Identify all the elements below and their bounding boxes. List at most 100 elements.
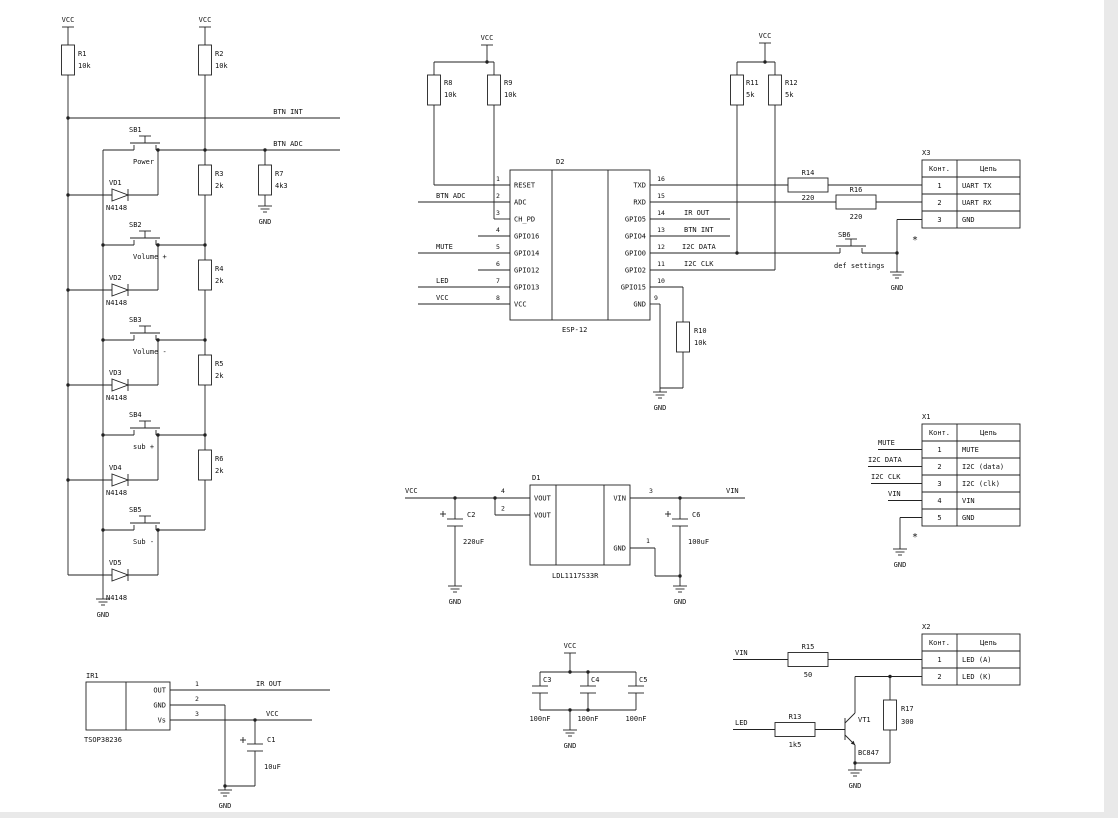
button-ref: SB2 <box>129 221 142 229</box>
resistor-value: 300 <box>901 718 914 726</box>
pin-number: 8 <box>496 294 500 302</box>
net-label-vcc: VCC <box>436 294 449 302</box>
pin-name: GPIO16 <box>514 233 539 241</box>
connector-cell: 1 <box>937 182 941 190</box>
pin-number: 4 <box>496 226 500 234</box>
resistor-ref: R12 <box>785 79 798 87</box>
button-ref: SB6 <box>838 231 851 239</box>
connector-col-header: Цепь <box>980 639 997 647</box>
resistor-ref: R13 <box>789 713 802 721</box>
pin-name: ADC <box>514 199 527 207</box>
diode-ref: VD2 <box>109 274 122 282</box>
resistor-body-r16 <box>835 194 877 210</box>
pin-number: 7 <box>496 277 500 285</box>
push-button-sb5 <box>129 515 161 531</box>
pin-number: 2 <box>195 695 199 703</box>
connector-col-header: Цепь <box>980 429 997 437</box>
pin-name: OUT <box>153 687 166 695</box>
connector-ref: X2 <box>922 623 930 631</box>
polarity-plus <box>439 510 447 518</box>
transistor-value: BC847 <box>858 749 879 757</box>
connector-cell: I2C (data) <box>962 463 1004 471</box>
ground-symbol <box>447 581 463 593</box>
button-label: def settings <box>834 262 885 270</box>
ground-symbol <box>217 785 233 797</box>
net-label-vin: VIN <box>735 649 748 657</box>
diode-symbol-vd5 <box>111 568 129 582</box>
resistor-ref: R10 <box>694 327 707 335</box>
resistor-value: 10k <box>694 339 707 347</box>
connector-cell: VIN <box>962 497 975 505</box>
ic-body-ir-receiver <box>85 681 171 731</box>
diode-symbol-vd4 <box>111 473 129 487</box>
push-button-sb1 <box>129 135 161 151</box>
resistor-body-r5 <box>198 354 212 386</box>
connector-cell: 2 <box>937 199 941 207</box>
capacitor-symbol-c3 <box>531 685 549 694</box>
capacitor-symbol-c2 <box>446 518 464 527</box>
resistor-body-r1 <box>61 44 75 76</box>
ic-body-esp12 <box>509 169 651 321</box>
connector-col-header: Конт. <box>929 165 950 173</box>
resistor-ref: R11 <box>746 79 759 87</box>
capacitor-ref: C1 <box>267 736 275 744</box>
net-label-btn-int: BTN INT <box>684 226 714 234</box>
button-ref: SB3 <box>129 316 142 324</box>
capacitor-value: 100nF <box>529 715 550 723</box>
resistor-ref: R3 <box>215 170 223 178</box>
pin-number: 1 <box>496 175 500 183</box>
pin-name: VIN <box>613 495 626 503</box>
pin-number: 3 <box>195 710 199 718</box>
connector-cell: 5 <box>937 514 941 522</box>
note-asterisk: * <box>912 532 918 543</box>
pin-number: 15 <box>657 192 665 200</box>
resistor-body-r3 <box>198 164 212 196</box>
resistor-ref: R1 <box>78 50 86 58</box>
ic-body-regulator <box>529 484 631 566</box>
diode-symbol-vd1 <box>111 188 129 202</box>
pin-name: CH_PD <box>514 216 535 224</box>
net-label-vcc: VCC <box>481 34 494 42</box>
net-label-vcc: VCC <box>62 16 75 24</box>
connector-col-header: Цепь <box>980 165 997 173</box>
pin-name: RESET <box>514 182 536 190</box>
resistor-ref: R7 <box>275 170 283 178</box>
resistor-body-r13 <box>774 722 816 737</box>
diode-ref: VD5 <box>109 559 122 567</box>
net-label-led: LED <box>436 277 449 285</box>
capacitor-ref: C4 <box>591 676 599 684</box>
pin-name: VOUT <box>534 512 552 520</box>
section-esp-module: VCC R8 10k R9 10k 1 BTN ADC 2 3 4 MUTE 5… <box>418 32 922 412</box>
pin-number: 3 <box>649 487 653 495</box>
ground-symbol <box>562 725 578 737</box>
net-label-ir-out: IR OUT <box>256 680 282 688</box>
pin-name: GPIO4 <box>625 233 646 241</box>
pin-number: 11 <box>657 260 665 268</box>
push-button-sb4 <box>129 420 161 436</box>
resistor-value: 1k5 <box>789 741 802 749</box>
resistor-ref: R15 <box>802 643 815 651</box>
ic-value: ESP-12 <box>562 326 587 334</box>
section-button-ladder: VCC R1 10k BTN INT VCC R2 10k BTN ADC R3… <box>61 16 340 619</box>
net-label-gnd: GND <box>894 561 907 569</box>
transistor-ref: VT1 <box>858 716 871 724</box>
button-ref: SB1 <box>129 126 142 134</box>
resistor-value: 10k <box>504 91 517 99</box>
connector-cell: LED (A) <box>962 656 992 664</box>
resistor-value: 2k <box>215 277 224 285</box>
net-label-ir-out: IR OUT <box>684 209 710 217</box>
connector-cell: UART RX <box>962 199 992 207</box>
capacitor-value: 100uF <box>688 538 709 546</box>
section-decoupling-caps: VCC C3 100nF C4 100nF C5 100nF GND <box>529 642 647 750</box>
net-label-gnd: GND <box>891 284 904 292</box>
pin-number: 3 <box>496 209 500 217</box>
pin-number: 2 <box>501 505 505 513</box>
resistor-body-r17 <box>883 699 897 731</box>
resistor-ref: R6 <box>215 455 223 463</box>
button-label: Sub - <box>133 538 154 546</box>
resistor-body-r4 <box>198 259 212 291</box>
net-label-btn-adc: BTN ADC <box>436 192 466 200</box>
pin-name: VCC <box>514 301 527 309</box>
button-label: Power <box>133 158 154 166</box>
